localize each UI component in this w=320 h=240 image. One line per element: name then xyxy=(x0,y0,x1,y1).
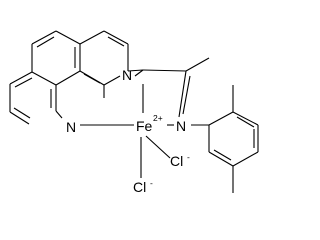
structure-svg: N N Fe 2+ N Cl - Cl - xyxy=(9,30,259,195)
chemical-structure-figure: N N Fe 2+ N Cl - Cl - xyxy=(9,30,259,195)
atom-cl-lower: Cl xyxy=(133,179,146,195)
cl-upper-charge: - xyxy=(187,152,190,162)
fe-charge: 2+ xyxy=(153,113,163,123)
metal-bonds xyxy=(80,84,174,178)
atom-n-pyridine: N xyxy=(66,119,76,135)
aryl-ring xyxy=(191,85,259,193)
central-ring xyxy=(31,30,81,86)
cl-lower-charge: - xyxy=(150,178,153,188)
right-pyridine-ring xyxy=(79,30,144,98)
atom-fe: Fe xyxy=(136,118,153,134)
atom-cl-upper: Cl xyxy=(170,153,183,169)
atom-n-imine: N xyxy=(176,118,186,134)
imine-arm xyxy=(142,57,210,118)
atom-n-central: N xyxy=(122,67,132,83)
left-pyridine-ring xyxy=(9,71,63,125)
